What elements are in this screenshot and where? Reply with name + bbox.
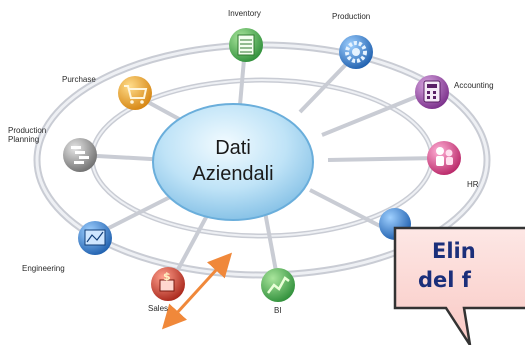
callout-line1: Elin <box>432 239 476 263</box>
chart-icon <box>261 268 295 302</box>
people-icon <box>427 141 461 175</box>
calculator-icon <box>415 75 449 109</box>
svg-text:$: $ <box>163 270 171 283</box>
center-label-line2: Aziendali <box>192 163 274 185</box>
spreadsheet-icon <box>229 28 263 62</box>
connection-arrow <box>161 252 233 330</box>
gantt-icon <box>63 138 97 172</box>
blueprint-icon <box>78 221 112 255</box>
gear-icon <box>339 35 373 69</box>
money-icon: $ <box>151 267 185 301</box>
shopping-cart-icon <box>118 76 152 110</box>
production-planning-label-line1: Production <box>8 126 47 135</box>
center-label-line1: Dati <box>215 137 251 159</box>
callout-line2: del f <box>418 268 471 292</box>
sales-label: Sales <box>148 304 169 313</box>
center-node <box>152 103 314 221</box>
inventory-label: Inventory <box>228 9 261 18</box>
callout-box <box>393 226 525 345</box>
production-planning-label-line2: Planning <box>8 135 40 144</box>
production-planning-label: Production Planning <box>8 126 46 144</box>
accounting-label: Accounting <box>454 81 494 90</box>
production-label: Production <box>332 12 371 21</box>
purchase-label: Purchase <box>62 75 96 84</box>
hr-label: HR <box>467 180 479 189</box>
center-label: Dati Aziendali <box>168 135 298 187</box>
engineering-label: Engineering <box>22 264 65 273</box>
bi-label: BI <box>274 306 282 315</box>
